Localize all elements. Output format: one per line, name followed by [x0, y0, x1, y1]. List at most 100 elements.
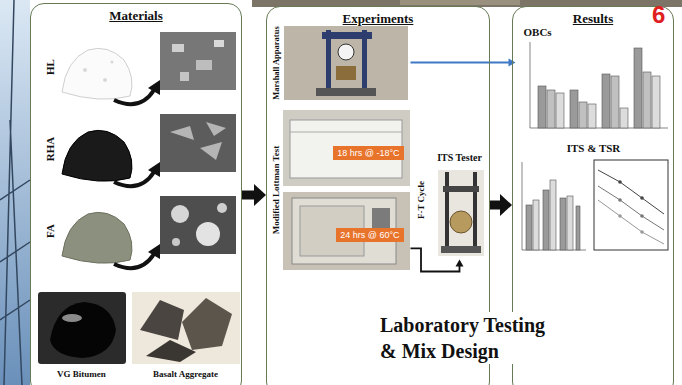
obc-bar-chart [556, 93, 564, 128]
condition-tag: 24 hrs @ 60°C [336, 228, 403, 242]
marshall-apparatus-photo [284, 26, 408, 100]
section-caption: Laboratory Testing & Mix Design [378, 312, 566, 364]
node-label: ITS Tester [432, 152, 488, 163]
obc-bar-chart [570, 90, 578, 128]
apparatus-photo: Marshall Apparatus [268, 22, 411, 104]
hydrated-lime-sample [62, 48, 132, 99]
its-tester-photo [441, 246, 481, 253]
binder-photo: VG Bitumen [36, 290, 128, 382]
hydrated-lime-sample [160, 32, 236, 90]
tsr-line-chart [618, 198, 622, 202]
condition-tag: 18 hrs @ -18°C [333, 146, 403, 160]
obc-bar-chart [588, 104, 596, 128]
obc-bar-chart [530, 42, 668, 128]
rice-husk-ash-sample [62, 114, 236, 186]
marshall-apparatus-photo [362, 30, 367, 92]
obc-bar-chart [579, 102, 587, 128]
obc-bar-chart [652, 76, 660, 128]
bitumen-photo [50, 302, 116, 358]
its-bar-chart [533, 200, 539, 250]
basalt-aggregate-photo [182, 298, 232, 350]
its-bar-chart [576, 206, 580, 250]
hydrated-lime-sample [111, 61, 114, 64]
node-label: VG Bitumen [36, 369, 128, 379]
rice-husk-ash-sample [148, 162, 160, 177]
node-label: Modified Lottman Test [271, 145, 281, 234]
connector-line [490, 201, 501, 210]
material-sample: FA [40, 192, 240, 270]
connector-line [411, 62, 510, 64]
experiments-panel: ExperimentsMarshall ApparatusModified Lo… [266, 6, 490, 385]
panel-title: Experiments [267, 11, 489, 27]
bitumen-photo [38, 292, 126, 364]
hydrated-lime-sample [83, 68, 87, 72]
hydrated-lime-sample [180, 72, 189, 81]
rice-husk-ash-sample [114, 172, 154, 186]
chart-box: OBCs [516, 24, 672, 136]
results-panel: ResultsOBCsITS & TSR [512, 6, 674, 385]
obc-bar-chart [602, 74, 610, 128]
its-tester-photo [443, 186, 479, 192]
background-photo [400, 0, 520, 5]
freezer-photo [283, 110, 410, 186]
chart-box: ITS & TSR [516, 140, 672, 262]
flow-arrow [242, 184, 266, 206]
fly-ash-sample [62, 196, 236, 268]
hydrated-lime-sample [62, 32, 236, 104]
connector-line [242, 191, 255, 200]
fly-ash-sample [217, 203, 227, 213]
conditioning-photo: 24 hrs @ 60°C [283, 192, 410, 270]
node-label: RHA [44, 136, 56, 160]
bitumen-photo [38, 292, 126, 364]
material-sample: HL [40, 28, 240, 106]
its-bar-chart [543, 190, 549, 250]
hydrated-lime-sample [148, 80, 160, 95]
panel-title: Results [513, 11, 673, 27]
fly-ash-sample [62, 212, 132, 263]
its-tester-photo [450, 211, 472, 233]
basalt-aggregate-photo [132, 292, 240, 364]
rice-husk-ash-sample [160, 114, 236, 172]
oven-photo [283, 192, 410, 270]
background-photo [0, 0, 30, 385]
connector-arrow [411, 248, 464, 271]
obc-bar-chart [530, 42, 531, 128]
material-sample: RHA [40, 110, 240, 188]
tsr-line-chart [594, 160, 668, 250]
hydrated-lime-sample [196, 60, 212, 70]
obc-bar-chart [620, 108, 628, 128]
background-photo [0, 0, 30, 385]
bitumen-photo [62, 314, 82, 322]
node-label: OBCs [524, 26, 672, 38]
test-group: Modified Lottman Test 18 hrs @ -18°C 24 hr… [268, 106, 411, 274]
arrow-head [500, 194, 512, 216]
marshall-apparatus-photo [322, 32, 372, 39]
its-tester-photo [438, 170, 484, 256]
freezer-photo [290, 132, 402, 133]
arrow-head [456, 260, 464, 267]
connector-arrow [411, 59, 516, 67]
fly-ash-sample [148, 244, 160, 259]
basalt-aggregate-photo [146, 340, 196, 362]
fly-ash-sample [171, 205, 189, 223]
arrow-head [254, 184, 266, 206]
its-bar-chart [522, 162, 586, 250]
fly-ash-sample [114, 254, 154, 268]
oven-photo [283, 192, 410, 270]
obc-bar-chart [634, 48, 642, 128]
its-tester-photo [473, 172, 477, 250]
hydrated-lime-sample [172, 44, 184, 52]
fly-ash-sample [160, 196, 236, 254]
basalt-aggregate-photo [140, 300, 184, 340]
node-label: Marshall Apparatus [271, 26, 281, 99]
freezer-photo [283, 110, 410, 186]
tsr-line-chart [598, 200, 664, 244]
node-label: HL [44, 59, 56, 75]
its-bar-chart [560, 198, 566, 250]
its-bar-chart [567, 196, 573, 250]
its-bar-chart [522, 162, 523, 250]
tsr-line-chart [594, 160, 668, 250]
its-bar-chart [550, 180, 556, 250]
